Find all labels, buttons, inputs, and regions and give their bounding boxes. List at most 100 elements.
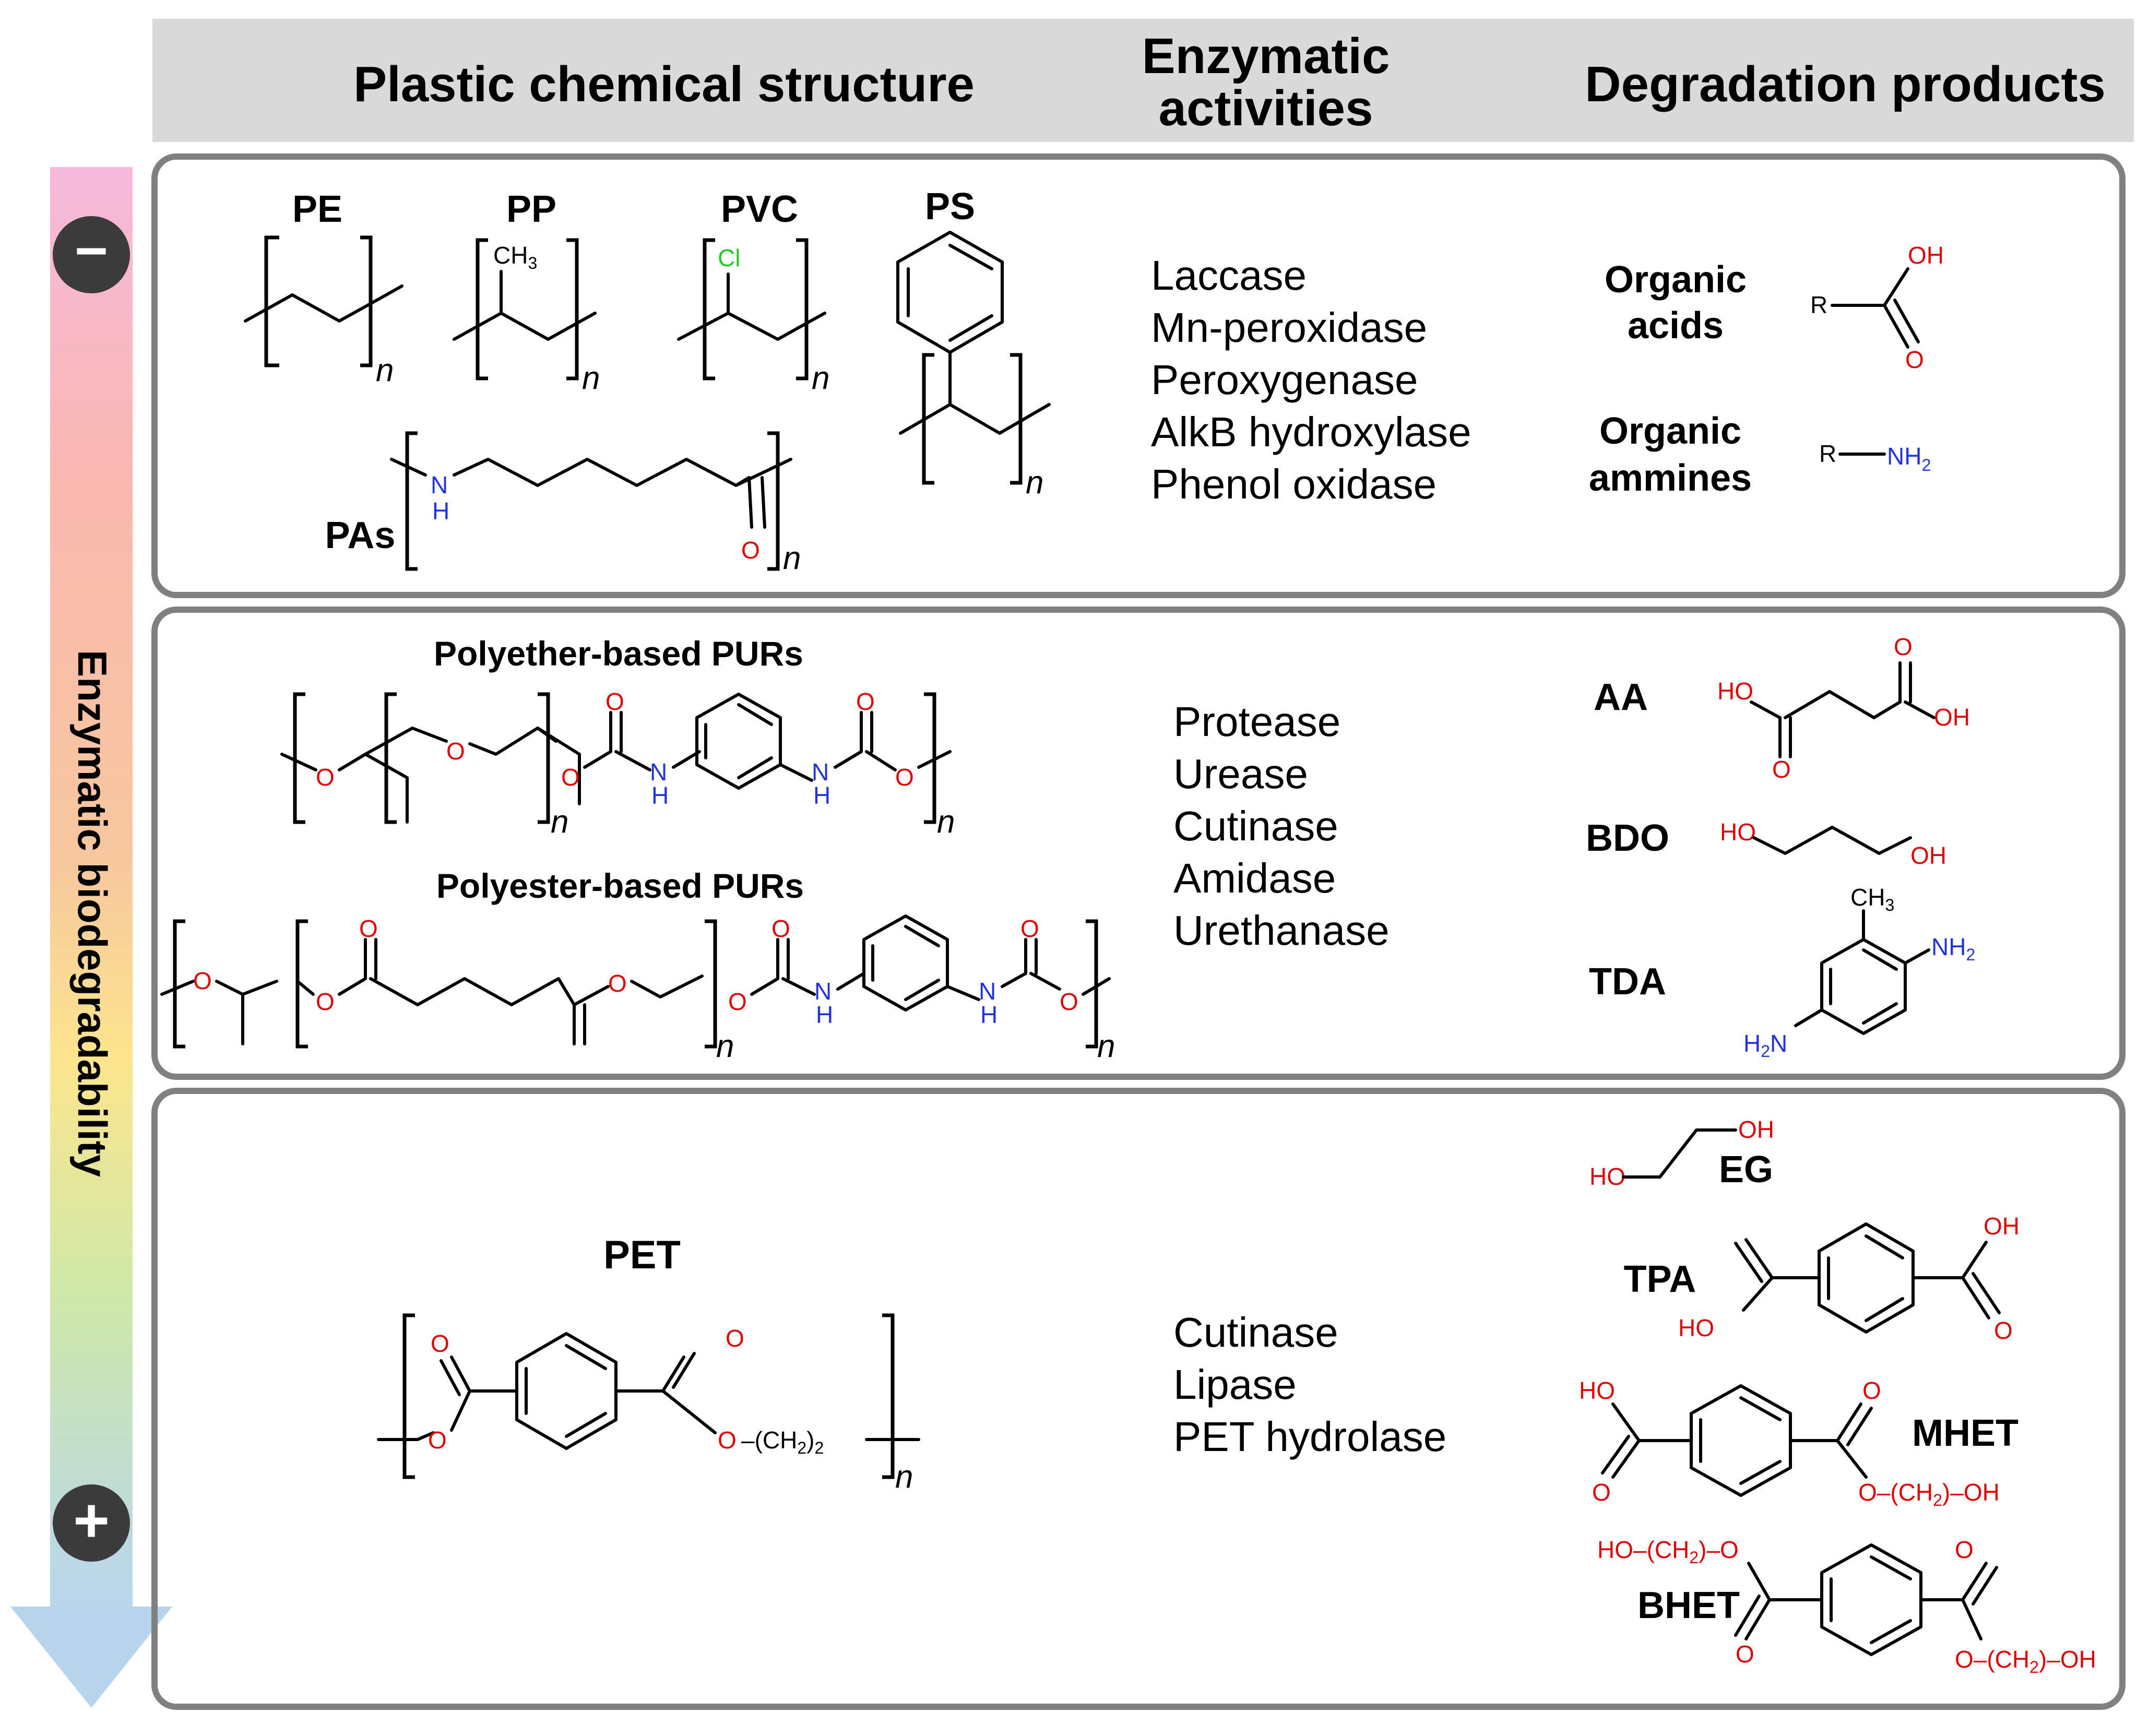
tpa-o2: O: [1994, 1317, 2013, 1344]
mhet-o1: O: [1592, 1479, 1611, 1506]
product-organic-amines-line1: Organic: [1599, 410, 1741, 452]
organic-acid-structure: R OH O: [1810, 242, 1944, 373]
header-degradation-products: Degradation products: [1585, 56, 2105, 112]
product-tpa: TPA: [1624, 1258, 1696, 1300]
ps-pur-n1: n: [716, 1028, 734, 1064]
arrow-head: [10, 1607, 172, 1708]
pe-pur-h2: H: [813, 782, 830, 809]
mhet-o2: O: [1862, 1377, 1881, 1404]
minus-sign: −: [75, 219, 108, 283]
pe-pur-n1: n: [551, 804, 568, 840]
panel-3: PET O O O O –(CH2)2 n Cutinase Lipase PE…: [377, 1116, 2096, 1676]
bhet-o1: O: [1736, 1640, 1754, 1668]
product-eg: EG: [1719, 1149, 1773, 1191]
panel-2-frame: [151, 607, 2126, 1080]
biodegradability-arrow: [10, 167, 172, 1708]
panel-1: PE n PP CH3 n PVC Cl n PS: [244, 186, 1944, 576]
aa-o2: O: [1894, 633, 1913, 660]
plus-badge: +: [53, 1484, 130, 1562]
pas-h-atom: H: [432, 497, 449, 525]
acid-oh: OH: [1908, 242, 1944, 269]
aa-o1: O: [1772, 756, 1791, 783]
pe-pur-h1: H: [651, 782, 669, 809]
product-organic-acids-line2: acids: [1628, 305, 1724, 347]
pas-n: n: [783, 540, 801, 576]
pe-pur-o6: O: [895, 764, 914, 791]
ps-pur-nh2: N: [979, 978, 996, 1005]
pet-structure: O O O O –(CH2)2 n: [377, 1313, 920, 1495]
pe-pur-o3: O: [561, 764, 580, 791]
pvc-n: n: [812, 360, 829, 396]
product-bhet: BHET: [1637, 1585, 1740, 1626]
enzyme-amidase: Amidase: [1173, 855, 1336, 901]
bhet-structure: HO–(CH2)–O O O O–(CH2)–OH: [1597, 1536, 2096, 1676]
pp-n: n: [582, 360, 600, 396]
label-pas: PAs: [325, 515, 396, 556]
bdo-structure: HO OH: [1720, 818, 1946, 869]
header-bar: [152, 19, 2134, 142]
product-organic-amines-line2: ammines: [1589, 457, 1752, 499]
tda-h2n: H2N: [1743, 1030, 1787, 1061]
ps-pur-o4: O: [608, 970, 627, 997]
axis-label: Enzymatic biodegradability: [69, 650, 115, 1177]
product-aa: AA: [1594, 676, 1648, 718]
label-pp: PP: [506, 188, 556, 230]
pas-o-atom: O: [741, 537, 760, 564]
pet-o4: O: [718, 1426, 737, 1454]
aa-ho: HO: [1717, 677, 1753, 705]
eg-ho: HO: [1589, 1163, 1625, 1190]
aa-structure: HO O O OH: [1717, 633, 1970, 783]
header-enzymatic-line1: Enzymatic: [1142, 28, 1390, 84]
pp-structure: CH3 n: [453, 238, 600, 396]
pe-pur-nh2: N: [812, 758, 829, 786]
tda-ch3: CH3: [1850, 884, 1894, 914]
enzyme-alkb-hydroxylase: AlkB hydroxylase: [1151, 409, 1471, 455]
bdo-oh: OH: [1910, 842, 1946, 869]
product-organic-acids-line1: Organic: [1605, 259, 1747, 301]
tpa-structure: HO OH O: [1678, 1212, 2020, 1344]
product-tda: TDA: [1589, 961, 1666, 1003]
ps-pur-o6: O: [771, 915, 790, 942]
pet-ch2: –(CH2)2: [741, 1426, 824, 1457]
pet-n: n: [895, 1459, 913, 1495]
eg-structure: HO OH: [1589, 1116, 1774, 1190]
enzyme-pet-hydrolase: PET hydrolase: [1173, 1413, 1446, 1460]
pas-n-atom: N: [431, 471, 448, 498]
pe-pur-o4: O: [606, 688, 624, 715]
ps-pur-o7: O: [1020, 915, 1039, 942]
ps-pur-o5: O: [728, 988, 747, 1015]
pe-pur-o1: O: [316, 764, 335, 791]
pvc-structure: Cl n: [677, 238, 829, 396]
bdo-ho: HO: [1720, 818, 1756, 846]
pe-pur-nh1: N: [650, 758, 667, 786]
enzyme-lipase: Lipase: [1173, 1361, 1297, 1408]
label-pe: PE: [292, 188, 342, 230]
tpa-ho: HO: [1678, 1314, 1714, 1341]
enzyme-phenol-oxidase: Phenol oxidase: [1151, 461, 1436, 507]
header-plastic-structure: Plastic chemical structure: [353, 56, 975, 112]
bhet-o2: O: [1955, 1536, 1974, 1563]
pet-o3: O: [726, 1325, 744, 1352]
enzyme-urethanase: Urethanase: [1173, 907, 1390, 954]
aa-oh: OH: [1934, 704, 1970, 731]
ps-n: n: [1026, 465, 1043, 501]
ps-structure: n: [896, 231, 1051, 501]
label-pvc: PVC: [721, 188, 798, 230]
ps-pur-o8: O: [1060, 988, 1078, 1015]
panel-1-frame: [151, 153, 2126, 598]
title-pet: PET: [603, 1233, 681, 1277]
polyether-pur-structure: O O O O N H N H O O n: [280, 688, 955, 840]
enzyme-protease: Protease: [1173, 698, 1340, 745]
ps-pur-h1: H: [816, 1001, 833, 1028]
enzyme-laccase: Laccase: [1151, 252, 1307, 299]
ps-pur-h2: H: [980, 1001, 998, 1028]
panel-2: Polyether-based PURs O O O O N H N H O O: [160, 633, 1975, 1064]
acid-r: R: [1810, 291, 1827, 318]
mhet-ho: HO: [1579, 1377, 1615, 1404]
ps-pur-o1: O: [193, 967, 212, 994]
pet-o2: O: [431, 1330, 449, 1357]
pvc-cl: Cl: [718, 244, 740, 271]
ps-pur-o2: O: [316, 988, 335, 1015]
bhet-o-ch2-oh: O–(CH2)–OH: [1955, 1646, 2096, 1676]
